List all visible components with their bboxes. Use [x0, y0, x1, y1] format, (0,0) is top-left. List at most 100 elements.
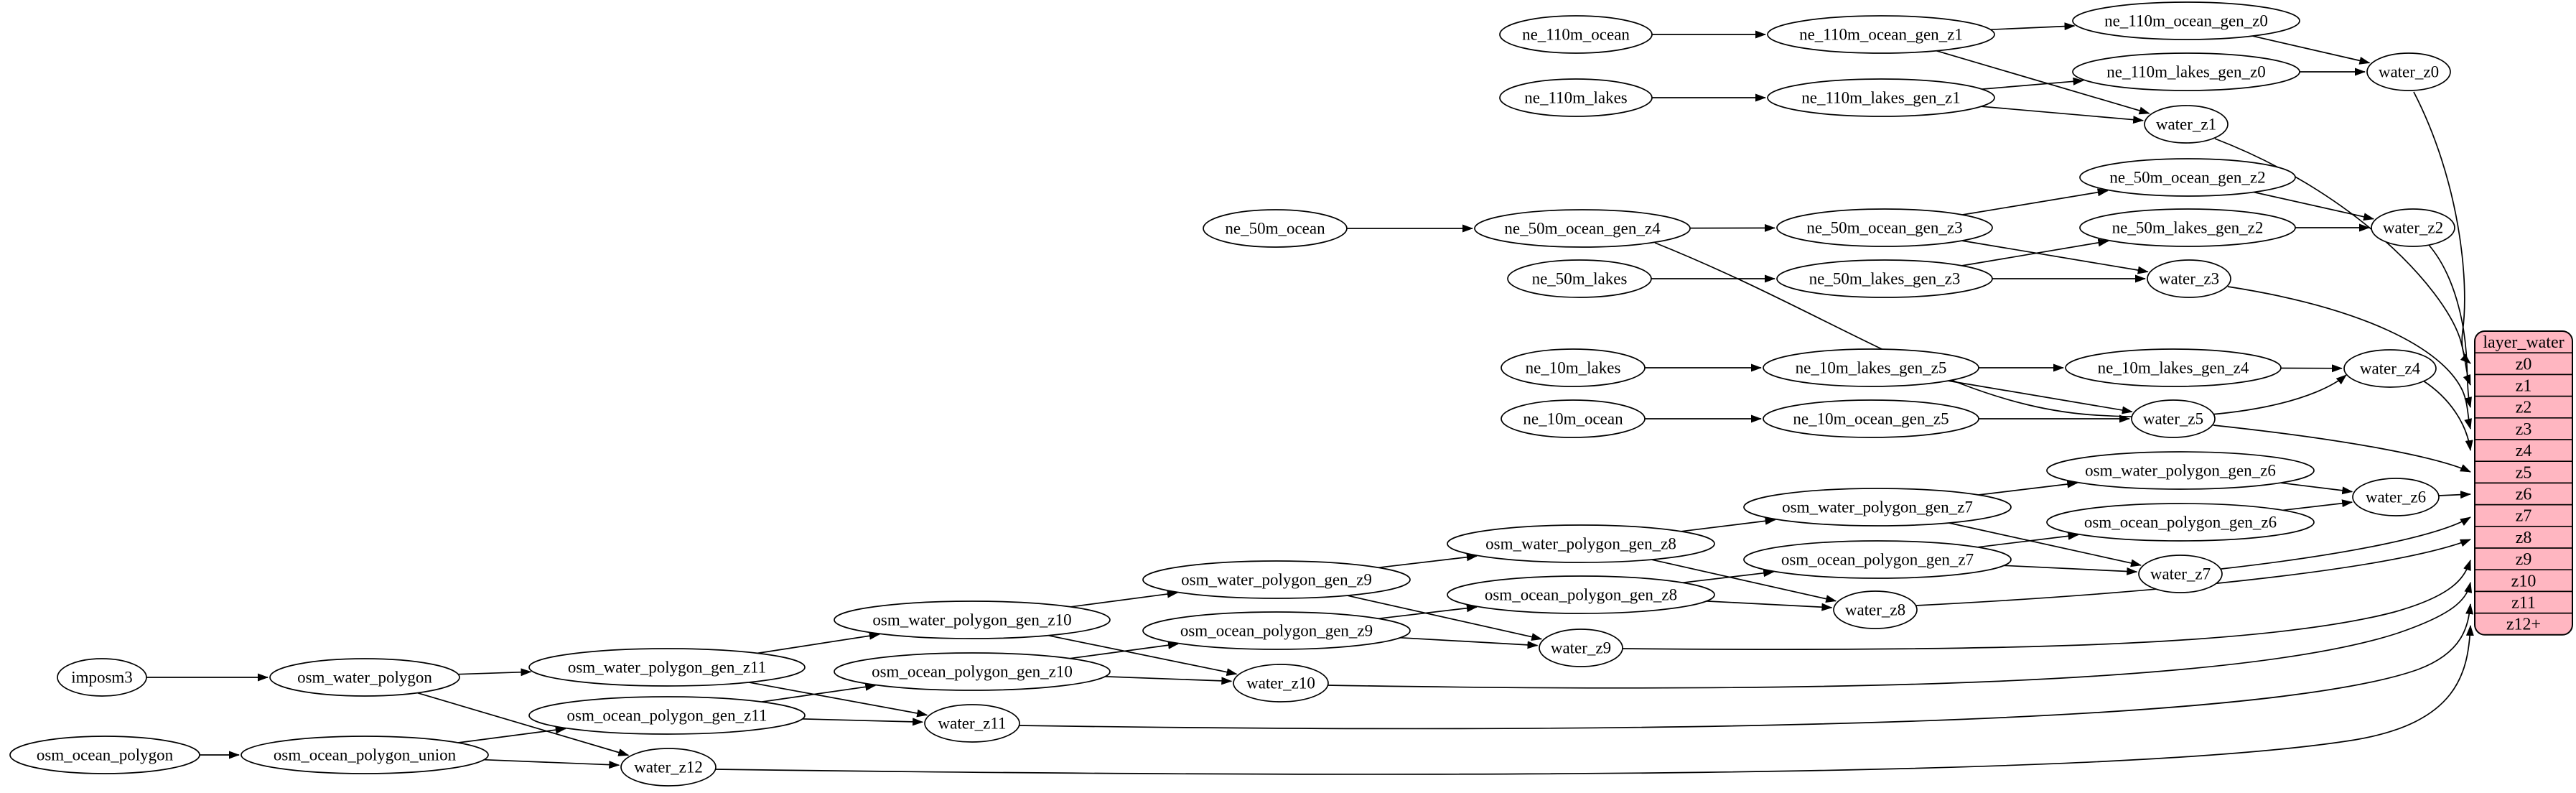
- node-osm_ocean_polygon_gen_z11: osm_ocean_polygon_gen_z11: [529, 697, 805, 734]
- node-ne_50m_ocean_gen_z4: ne_50m_ocean_gen_z4: [1475, 210, 1690, 247]
- node-ne_110m_ocean: ne_110m_ocean: [1500, 16, 1652, 53]
- table-row-z12plus: z12+: [2506, 616, 2541, 634]
- node-ne_10m_lakes: ne_10m_lakes: [1501, 349, 1645, 386]
- node-label: water_z6: [2366, 488, 2426, 506]
- node-label: ne_50m_lakes_gen_z3: [1809, 270, 1961, 288]
- edge-osm_ocean_polygon_gen_z7-to-water_z7: [2004, 565, 2137, 572]
- edge-osm_ocean_polygon_gen_z8-to-osm_ocean_polygon_gen_z7: [1683, 572, 1773, 583]
- table-row-z4: z4: [2516, 442, 2532, 460]
- node-osm_ocean_polygon: osm_ocean_polygon: [10, 736, 200, 774]
- node-water_z4: water_z4: [2344, 350, 2436, 387]
- node-label: osm_ocean_polygon_gen_z8: [1485, 586, 1677, 604]
- edge-osm_ocean_polygon_gen_z9-to-water_z9: [1400, 638, 1537, 646]
- node-osm_water_polygon_gen_z9: osm_water_polygon_gen_z9: [1143, 561, 1410, 598]
- edge-ne_50m_ocean_gen_z4-to-water_z4: [1655, 243, 2346, 417]
- node-label: ne_10m_lakes_gen_z4: [2098, 359, 2249, 377]
- node-label: water_z2: [2383, 219, 2443, 237]
- node-ne_10m_ocean_gen_z5: ne_10m_ocean_gen_z5: [1763, 400, 1979, 437]
- table-row-z8: z8: [2516, 529, 2532, 547]
- node-ne_110m_lakes_gen_z1: ne_110m_lakes_gen_z1: [1768, 79, 1994, 116]
- edge-water_z2-to-layer_water:z2: [2429, 245, 2470, 407]
- node-label: water_z8: [1845, 601, 1905, 619]
- edge-osm_water_polygon_gen_z10-to-osm_water_polygon_gen_z9: [1070, 593, 1177, 607]
- edge-osm_ocean_polygon_gen_z10-to-osm_ocean_polygon_gen_z9: [1070, 644, 1178, 658]
- node-label: ne_50m_ocean: [1225, 220, 1325, 238]
- node-osm_water_polygon_gen_z6: osm_water_polygon_gen_z6: [2047, 452, 2314, 489]
- node-label: ne_110m_ocean: [1522, 26, 1630, 44]
- edge-osm_water_polygon_gen_z9-to-osm_water_polygon_gen_z8: [1378, 556, 1477, 567]
- node-ne_110m_ocean_gen_z1: ne_110m_ocean_gen_z1: [1768, 16, 1994, 53]
- node-label: water_z4: [2360, 360, 2421, 378]
- edge-ne_110m_ocean_gen_z1-to-ne_110m_ocean_gen_z0: [1991, 26, 2075, 29]
- node-label: imposm3: [71, 669, 133, 687]
- node-label: osm_water_polygon_gen_z9: [1181, 571, 1372, 589]
- node-ne_10m_lakes_gen_z4: ne_10m_lakes_gen_z4: [2066, 349, 2281, 386]
- table-row-z5: z5: [2516, 463, 2532, 482]
- table-row-z7: z7: [2516, 507, 2532, 526]
- node-osm_ocean_polygon_gen_z9: osm_ocean_polygon_gen_z9: [1143, 612, 1410, 649]
- node-osm_ocean_polygon_gen_z7: osm_ocean_polygon_gen_z7: [1744, 541, 2011, 578]
- edge-osm_water_polygon_gen_z11-to-osm_water_polygon_gen_z10: [757, 634, 879, 653]
- table-row-z2: z2: [2516, 399, 2532, 417]
- node-osm_ocean_polygon_union: osm_ocean_polygon_union: [241, 736, 488, 774]
- node-label: water_z1: [2156, 116, 2216, 134]
- node-water_z3: water_z3: [2147, 260, 2231, 297]
- edge-ne_110m_lakes_gen_z1-to-ne_110m_lakes_gen_z0: [1982, 80, 2083, 89]
- node-label: osm_water_polygon_gen_z11: [568, 659, 766, 677]
- node-label: osm_ocean_polygon_gen_z7: [1781, 551, 1974, 569]
- node-osm_ocean_polygon_gen_z6: osm_ocean_polygon_gen_z6: [2047, 504, 2314, 541]
- node-label: ne_110m_ocean_gen_z0: [2104, 12, 2268, 30]
- node-label: water_z3: [2159, 270, 2219, 288]
- edge-osm_water_polygon_gen_z8-to-osm_water_polygon_gen_z7: [1681, 520, 1775, 532]
- node-water_z6: water_z6: [2353, 478, 2439, 516]
- node-label: osm_water_polygon_gen_z10: [872, 611, 1071, 629]
- edges-layer: [146, 26, 2470, 774]
- edge-osm_water_polygon_gen_z6-to-water_z6: [2281, 483, 2353, 491]
- table-row-z10: z10: [2511, 572, 2537, 590]
- node-label: water_z11: [938, 715, 1007, 733]
- edge-osm_ocean_polygon_gen_z10-to-water_z10: [1105, 677, 1231, 682]
- node-label: osm_ocean_polygon_gen_z9: [1180, 622, 1373, 640]
- edge-osm_ocean_polygon_gen_z6-to-water_z6: [2283, 502, 2352, 510]
- edge-osm_ocean_polygon_gen_z8-to-water_z8: [1707, 601, 1832, 608]
- node-label: osm_ocean_polygon_union: [274, 746, 457, 764]
- table-row-z1: z1: [2516, 377, 2532, 396]
- node-ne_110m_ocean_gen_z0: ne_110m_ocean_gen_z0: [2073, 2, 2300, 40]
- node-osm_water_polygon_gen_z7: osm_water_polygon_gen_z7: [1744, 488, 2011, 526]
- node-label: ne_10m_ocean_gen_z5: [1793, 410, 1949, 428]
- node-ne_10m_lakes_gen_z5: ne_10m_lakes_gen_z5: [1763, 349, 1979, 386]
- node-label: water_z0: [2379, 63, 2439, 81]
- node-imposm3: imposm3: [57, 659, 146, 696]
- node-water_z12: water_z12: [621, 748, 716, 786]
- edge-osm_ocean_polygon_gen_z7-to-osm_ocean_polygon_gen_z6: [1978, 535, 2078, 547]
- node-label: osm_water_polygon: [297, 669, 432, 687]
- table-row-z0: z0: [2516, 355, 2532, 374]
- node-label: ne_50m_ocean_gen_z3: [1806, 219, 1962, 237]
- nodes-layer: ne_110m_ocean ne_110m_ocean_gen_z1 ne_110m…: [10, 2, 2455, 786]
- node-ne_110m_lakes_gen_z0: ne_110m_lakes_gen_z0: [2073, 53, 2300, 91]
- node-label: ne_50m_lakes_gen_z2: [2112, 219, 2264, 237]
- node-label: osm_water_polygon_gen_z7: [1782, 498, 1973, 516]
- node-water_z7: water_z7: [2139, 555, 2222, 593]
- table-row-z11: z11: [2511, 594, 2536, 613]
- node-label: ne_50m_ocean_gen_z4: [1504, 220, 1661, 238]
- node-osm_ocean_polygon_gen_z8: osm_ocean_polygon_gen_z8: [1447, 576, 1714, 613]
- node-label: water_z12: [634, 759, 703, 776]
- edge-osm_ocean_polygon_union-to-osm_ocean_polygon_gen_z11: [458, 728, 566, 743]
- node-label: ne_10m_ocean: [1523, 410, 1623, 428]
- node-water_z8: water_z8: [1834, 591, 1917, 629]
- edge-ne_50m_ocean_gen_z2-to-water_z2: [2254, 193, 2374, 219]
- node-water_z11: water_z11: [925, 705, 1019, 742]
- node-label: ne_50m_ocean_gen_z2: [2109, 169, 2265, 187]
- node-label: osm_ocean_polygon_gen_z10: [872, 663, 1073, 681]
- edge-osm_ocean_polygon_gen_z9-to-osm_ocean_polygon_gen_z8: [1378, 607, 1477, 618]
- node-label: ne_50m_lakes: [1532, 270, 1628, 288]
- edge-osm_ocean_polygon_union-to-water_z12: [484, 760, 619, 766]
- node-label: water_z7: [2150, 565, 2211, 583]
- node-label: water_z10: [1246, 674, 1315, 692]
- edge-water_z9-to-layer_water:z9: [1622, 560, 2470, 649]
- edge-osm_ocean_polygon_gen_z11-to-water_z11: [803, 719, 923, 722]
- node-water_z1: water_z1: [2145, 106, 2228, 143]
- edge-ne_50m_ocean_gen_z3-to-water_z3: [1962, 241, 2148, 272]
